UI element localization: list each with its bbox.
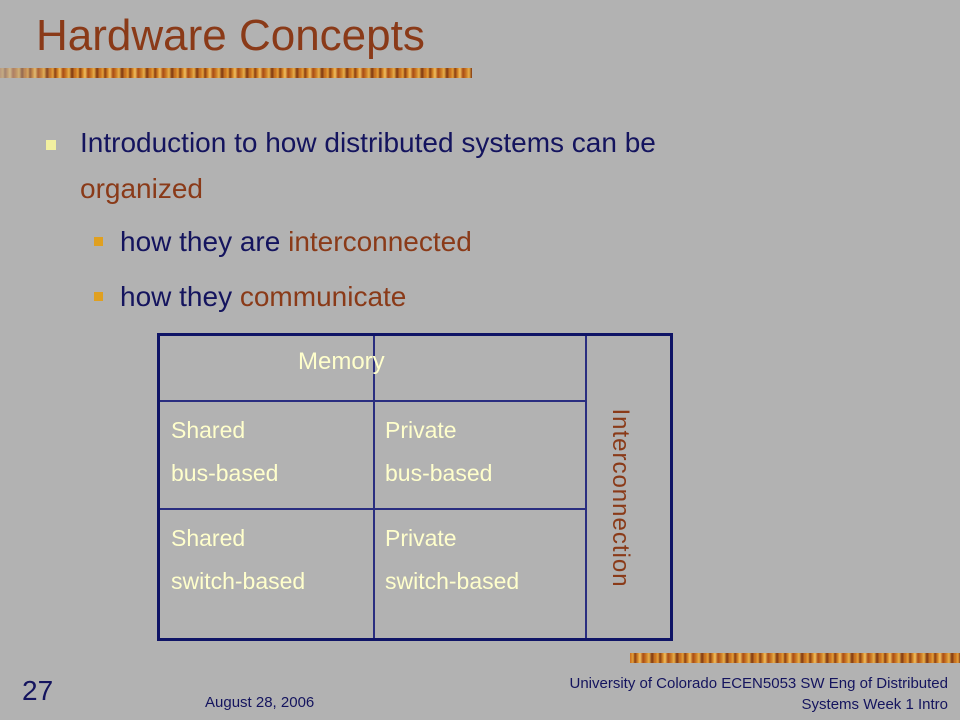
sub-bullet-accent: interconnected	[288, 226, 472, 257]
footer-course-line1: University of Colorado ECEN5053 SW Eng o…	[569, 675, 948, 692]
footer-date: August 28, 2006	[205, 694, 315, 711]
grid-cell-private-switch-line1: Private	[385, 525, 457, 551]
bullet-main-line2: organized	[80, 173, 203, 204]
grid-cell-private-bus-line2: bus-based	[385, 460, 493, 486]
grid-header-memory: Memory	[298, 348, 385, 375]
sub-bullet-marker	[94, 237, 103, 246]
footer-course-info: University of Colorado ECEN5053 SW Eng o…	[569, 673, 948, 715]
grid-line-vertical	[373, 336, 375, 638]
sub-bullet-text: how they are	[120, 226, 289, 257]
sub-bullet-interconnected: how they are interconnected	[120, 225, 472, 259]
footer-course-line2: Systems Week 1 Intro	[801, 696, 948, 713]
page-number: 27	[22, 675, 54, 706]
grid-header-interconnection: Interconnection	[607, 408, 634, 588]
grid-cell-private-switch-line2: switch-based	[385, 568, 520, 594]
footer-decoration	[630, 653, 960, 663]
sub-bullet-communicate: how they communicate	[120, 280, 406, 314]
sub-bullet-text: how they	[120, 281, 240, 312]
sub-bullet-accent: communicate	[239, 281, 407, 312]
grid-cell-private-bus-line1: Private	[385, 417, 457, 443]
grid-cell-shared-switch-line1: Shared	[171, 525, 246, 551]
bullet-marker	[46, 140, 56, 150]
title-underline-decoration	[0, 68, 472, 78]
grid-cell-shared-switch-line2: switch-based	[171, 568, 306, 594]
bullet-main-line1: Introduction to how distributed systems …	[80, 127, 656, 158]
slide-title: Hardware Concepts	[36, 11, 425, 60]
sub-bullet-marker	[94, 292, 103, 301]
hardware-classification-grid	[157, 333, 673, 641]
grid-cell-shared-bus-line1: Shared	[171, 417, 246, 443]
grid-cell-shared-bus-line2: bus-based	[171, 460, 279, 486]
grid-line-vertical	[585, 336, 587, 638]
